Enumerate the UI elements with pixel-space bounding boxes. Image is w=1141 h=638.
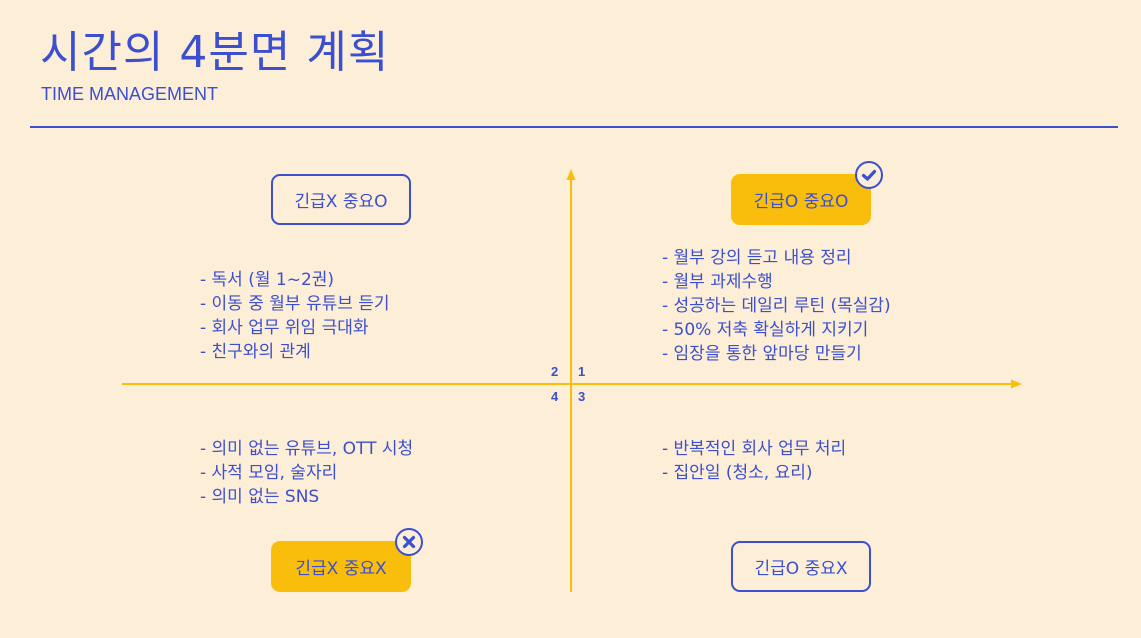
title-divider bbox=[30, 126, 1118, 128]
page-subtitle: TIME MANAGEMENT bbox=[41, 84, 219, 104]
quadrant-number-1: 1 bbox=[578, 364, 586, 379]
list-item: - 회사 업무 위임 극대화 bbox=[200, 318, 369, 338]
list-item: - 집안일 (청소, 요리) bbox=[662, 463, 813, 483]
quadrant-number-2: 2 bbox=[551, 364, 559, 379]
list-item: - 친구와의 관계 bbox=[200, 342, 311, 362]
list-item: - 의미 없는 SNS bbox=[200, 487, 320, 507]
list-item: - 월부 과제수행 bbox=[662, 272, 773, 292]
y-axis-arrowhead bbox=[566, 169, 576, 180]
list-item: - 사적 모임, 술자리 bbox=[200, 463, 338, 483]
quadrant-1-label: 긴급O 중요O bbox=[731, 174, 871, 225]
list-item: - 의미 없는 유튜브, OTT 시청 bbox=[200, 439, 414, 459]
list-item: - 임장을 통한 앞마당 만들기 bbox=[662, 344, 862, 364]
x-axis-arrowhead bbox=[1011, 379, 1022, 389]
page-title: 시간의 4분면 계획 bbox=[40, 27, 390, 78]
close-icon bbox=[395, 528, 423, 556]
quadrant-2-label: 긴급X 중요O bbox=[271, 174, 411, 225]
quadrant-4-list: - 의미 없는 유튜브, OTT 시청 - 사적 모임, 술자리 - 의미 없는… bbox=[200, 437, 413, 509]
list-item: - 50% 저축 확실하게 지키기 bbox=[662, 320, 869, 340]
quadrant-number-3: 3 bbox=[578, 389, 586, 404]
quadrant-number-4: 4 bbox=[551, 389, 559, 404]
quadrant-4-label: 긴급X 중요X bbox=[271, 541, 411, 592]
quadrant-2-list: - 독서 (월 1~2권) - 이동 중 월부 유튜브 듣기 - 회사 업무 위… bbox=[200, 268, 390, 364]
list-item: - 성공하는 데일리 루틴 (목실감) bbox=[662, 296, 891, 316]
list-item: - 월부 강의 듣고 내용 정리 bbox=[662, 248, 852, 268]
quadrant-3-list: - 반복적인 회사 업무 처리 - 집안일 (청소, 요리) bbox=[662, 437, 846, 485]
quadrant-3-label: 긴급O 중요X bbox=[731, 541, 871, 592]
quadrant-1-list: - 월부 강의 듣고 내용 정리 - 월부 과제수행 - 성공하는 데일리 루틴… bbox=[662, 246, 891, 366]
list-item: - 이동 중 월부 유튜브 듣기 bbox=[200, 294, 390, 314]
list-item: - 독서 (월 1~2권) bbox=[200, 270, 335, 290]
list-item: - 반복적인 회사 업무 처리 bbox=[662, 439, 847, 459]
check-icon bbox=[855, 161, 883, 189]
